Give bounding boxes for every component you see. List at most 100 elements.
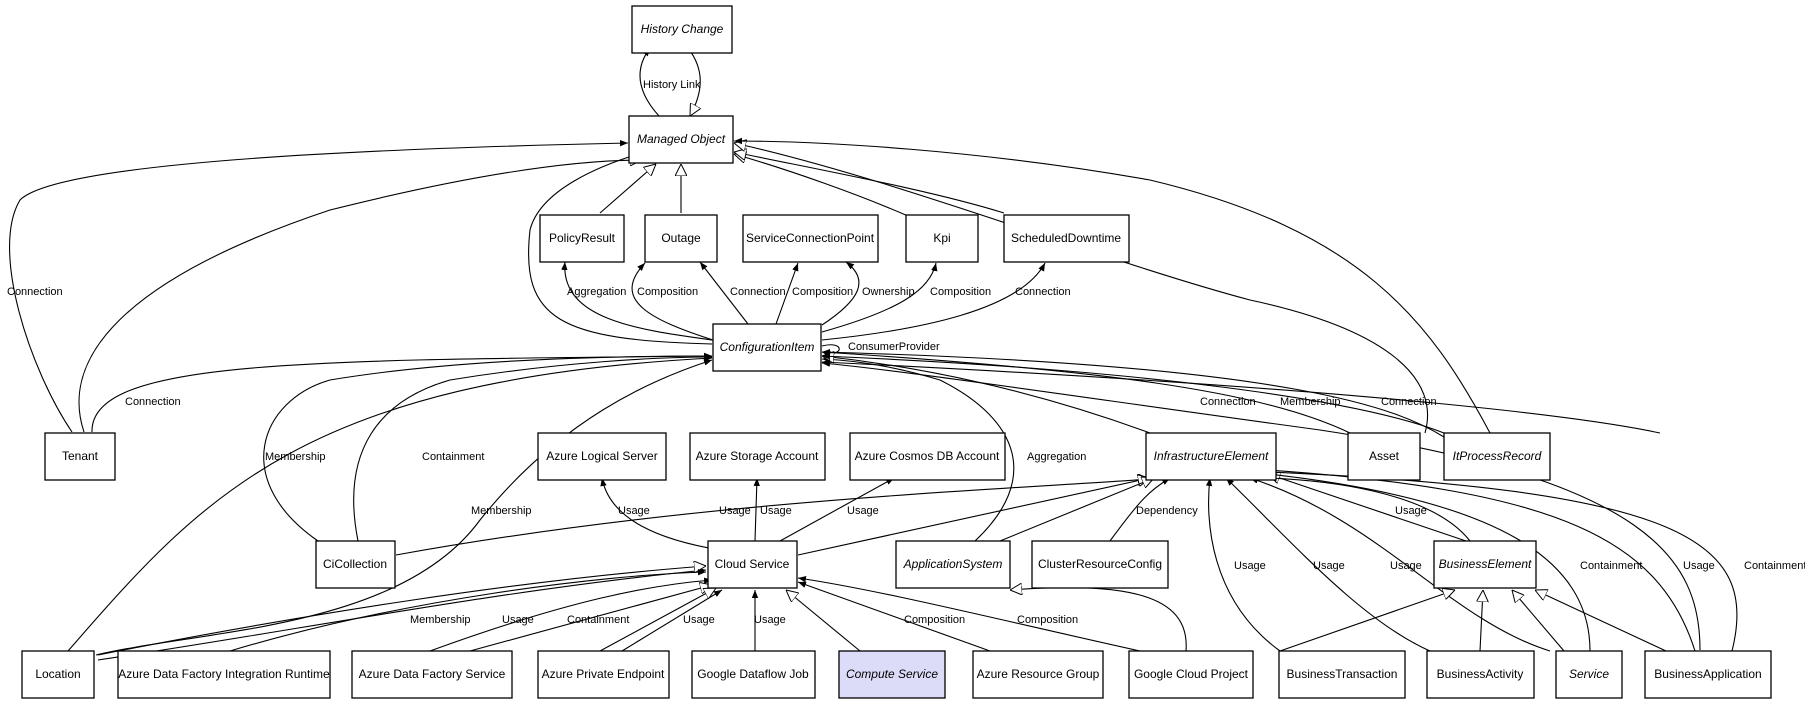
edge-compute-cs (786, 590, 861, 652)
edge-cluster-infra (1109, 477, 1171, 542)
edge-label: Connection (7, 286, 63, 298)
node-asset[interactable]: Asset (1347, 432, 1421, 481)
edge-label: Aggregation (567, 286, 626, 298)
edge-appsys-aggregation (821, 356, 1015, 542)
edge-adf-cs (429, 577, 713, 652)
node-label: Tenant (62, 449, 99, 463)
node-cloud-service[interactable]: Cloud Service (707, 540, 798, 589)
edge-ape-cs (621, 589, 723, 652)
edge-adf-cs-gen (469, 585, 712, 652)
edge-service-containment (1267, 471, 1591, 652)
edge-label: Connection (1015, 286, 1071, 298)
node-business-transaction[interactable]: BusinessTransaction (1278, 650, 1406, 699)
edge-cs-cosmos (779, 477, 895, 542)
edge-tenant-ci (91, 352, 713, 433)
node-google-dataflow-job[interactable]: Google Dataflow Job (691, 650, 816, 699)
node-label: Azure Logical Server (546, 449, 657, 463)
node-tenant[interactable]: Tenant (44, 432, 116, 481)
node-history-change[interactable]: History Change (631, 5, 733, 54)
edge-label: Composition (637, 286, 698, 298)
edge-managedobject-generalization (687, 47, 700, 116)
edge-busapp-be (1535, 590, 1667, 652)
node-adf-service[interactable]: Azure Data Factory Service (351, 650, 513, 699)
node-it-process-record[interactable]: ItProcessRecord (1443, 432, 1551, 481)
edge-label: Usage (719, 505, 751, 517)
edge-appsys-infra (999, 478, 1154, 542)
edge-label: Composition (792, 286, 853, 298)
edge-location-ci (67, 355, 713, 652)
node-label: Kpi (933, 231, 950, 245)
node-adf-integration-runtime[interactable]: Azure Data Factory Integration Runtime (117, 650, 331, 699)
node-business-element[interactable]: BusinessElement (1433, 540, 1537, 589)
node-business-application[interactable]: BusinessApplication (1644, 650, 1772, 699)
node-label: Compute Service (846, 667, 938, 681)
edge-cs-infra (797, 478, 1150, 556)
node-outage[interactable]: Outage (644, 214, 718, 263)
edge-resourcegroup-cs (797, 581, 991, 652)
node-label: Azure Data Factory Integration Runtime (118, 667, 330, 681)
node-label: ItProcessRecord (1453, 449, 1542, 463)
node-location[interactable]: Location (21, 650, 95, 699)
node-azure-storage-account[interactable]: Azure Storage Account (689, 432, 826, 481)
edge-label: Containment (422, 451, 484, 463)
node-business-activity[interactable]: BusinessActivity (1426, 650, 1535, 699)
node-label: Asset (1369, 449, 1400, 463)
edge-label: Composition (904, 614, 965, 626)
node-cluster-resource-config[interactable]: ClusterResourceConfig (1031, 540, 1169, 589)
edge-adfir-cs (229, 569, 707, 652)
edge-ci-outage-conn (699, 261, 749, 325)
edge-label: Usage (754, 614, 786, 626)
edge-label: Connection (1381, 396, 1437, 408)
edge-ci-outage-comp (631, 262, 717, 342)
node-ci-collection[interactable]: CiCollection (315, 540, 396, 589)
node-label: Google Cloud Project (1134, 667, 1249, 681)
node-compute-service[interactable]: Compute Service (838, 650, 946, 699)
node-azure-cosmos-db-account[interactable]: Azure Cosmos DB Account (849, 432, 1006, 481)
edge-label: Membership (471, 505, 532, 517)
edge-label: Usage (1395, 505, 1427, 517)
edge-location-cloud2 (97, 566, 706, 656)
edge-businesselement-ci (821, 359, 1661, 434)
edge-label: Membership (265, 451, 326, 463)
node-azure-resource-group[interactable]: Azure Resource Group (972, 650, 1104, 699)
edge-label: Usage (618, 505, 650, 517)
node-label: BusinessElement (1439, 557, 1532, 571)
edge-location-cloud (97, 567, 707, 661)
edge-label: Usage (1234, 560, 1266, 572)
edge-googleproject-cs (797, 575, 1141, 652)
node-service-connection-point[interactable]: ServiceConnectionPoint (742, 214, 879, 263)
node-azure-private-endpoint[interactable]: Azure Private Endpoint (537, 650, 670, 699)
node-label: ApplicationSystem (903, 557, 1003, 571)
node-label: Managed Object (637, 132, 726, 146)
edge-busapp-containment (1267, 469, 1738, 652)
node-label: Azure Storage Account (696, 449, 819, 463)
node-application-system[interactable]: ApplicationSystem (895, 540, 1011, 589)
node-azure-logical-server[interactable]: Azure Logical Server (537, 432, 667, 481)
edge-asset-ci (821, 349, 1351, 434)
node-configuration-item[interactable]: ConfigurationItem (712, 323, 822, 372)
edge-tenant-managedobject (9, 139, 629, 433)
node-label: Azure Cosmos DB Account (855, 449, 1000, 463)
node-label: BusinessApplication (1654, 667, 1761, 681)
node-managed-object[interactable]: Managed Object (628, 115, 734, 164)
edge-label: Composition (1017, 614, 1078, 626)
edge-cicollection-infra (395, 479, 1150, 556)
edge-kpi-gen (734, 154, 909, 217)
node-label: Azure Private Endpoint (542, 667, 665, 681)
node-policy-result[interactable]: PolicyResult (539, 214, 625, 263)
edge-cicollection-containment (353, 353, 713, 542)
edge-itprocess-ci-conn (821, 349, 1445, 438)
node-label: Cloud Service (715, 557, 790, 571)
edge-ape-cs-gen (599, 588, 716, 652)
node-service[interactable]: Service (1555, 650, 1623, 699)
edge-label: Connection (730, 286, 786, 298)
node-scheduled-downtime[interactable]: ScheduledDowntime (1003, 214, 1130, 263)
edge-cicollection-membership (263, 352, 713, 542)
node-label: InfrastructureElement (1154, 449, 1269, 463)
node-google-cloud-project[interactable]: Google Cloud Project (1128, 650, 1254, 699)
node-infrastructure-element[interactable]: InfrastructureElement (1145, 432, 1277, 481)
node-kpi[interactable]: Kpi (905, 214, 979, 263)
node-label: Location (35, 667, 80, 681)
node-label: PolicyResult (549, 231, 616, 245)
